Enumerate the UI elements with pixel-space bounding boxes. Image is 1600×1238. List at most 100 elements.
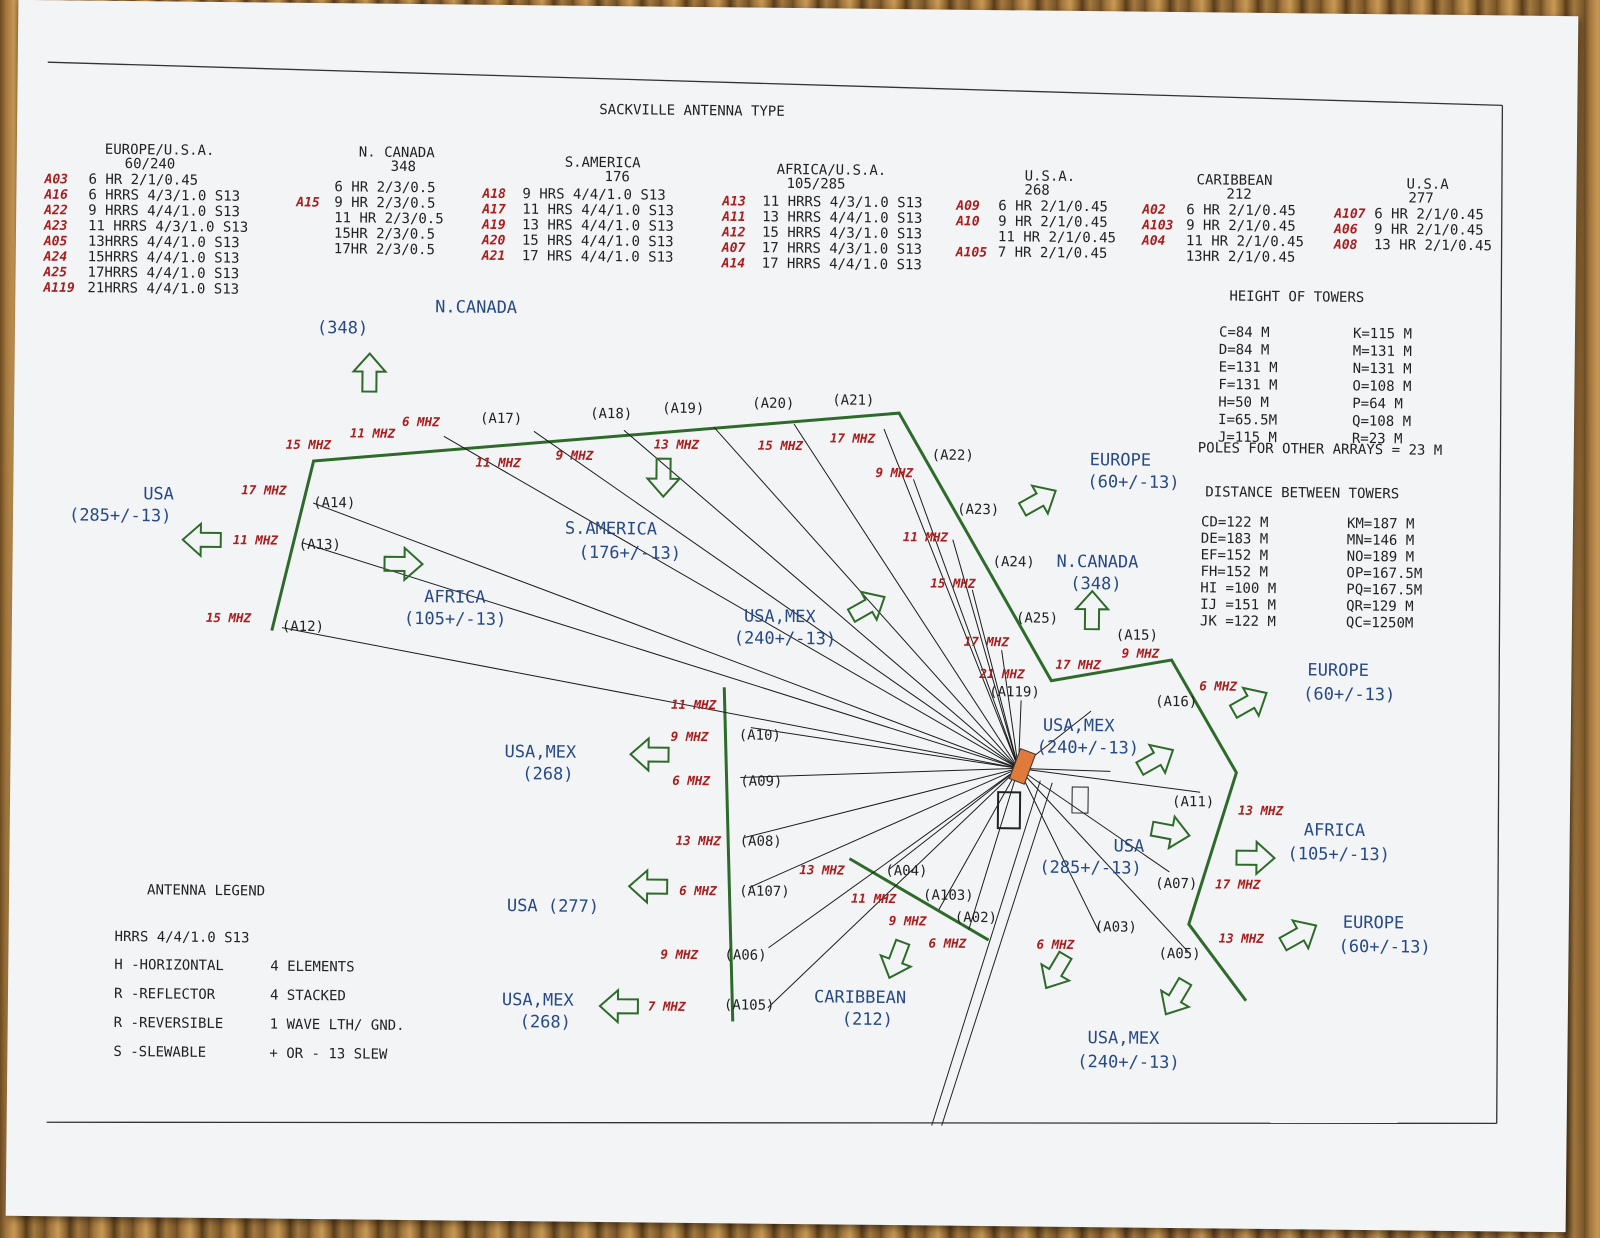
group-heading: U.S.A.	[1025, 168, 1076, 185]
feeder-wire	[740, 767, 1019, 778]
array-code: A14	[721, 256, 746, 271]
frequency-label: 15 MHZ	[286, 437, 332, 452]
array-code: A08	[1333, 238, 1358, 253]
array-code: A23	[43, 219, 68, 234]
tower-height: Q=108 M	[1352, 413, 1411, 430]
region-label: (176+/-13)	[579, 543, 682, 564]
antenna-field-diagram: SACKVILLE ANTENNA TYPE EUROPE/U.S.A.60/2…	[42, 61, 1504, 1126]
region-label: EUROPE	[1343, 913, 1405, 934]
region-label: (285+/-13)	[1039, 858, 1142, 879]
direction-arrow-icon	[1235, 839, 1276, 877]
region-label: (240+/-13)	[1077, 1052, 1180, 1073]
feeder-wire	[1018, 767, 1170, 873]
array-label: (A14)	[313, 495, 355, 511]
group-heading: N. CANADA	[359, 144, 436, 161]
group-azimuth: 348	[391, 159, 416, 175]
frequency-label: 13 MHZ	[676, 833, 722, 848]
region-label: USA,MEX	[744, 606, 817, 627]
array-code: A21	[481, 249, 506, 264]
region-label: AFRICA	[424, 587, 486, 608]
region-label: (60+/-13)	[1303, 684, 1395, 705]
array-label: (A23)	[957, 502, 999, 518]
feeder-wire	[889, 767, 1019, 870]
region-label: N.CANADA	[1056, 552, 1138, 573]
group-azimuth: 212	[1226, 187, 1251, 203]
feeder-wire	[1017, 768, 1100, 932]
heights-table: C=84 MD=84 ME=131 MF=131 MH=50 MI=65.5MJ…	[1218, 324, 1412, 447]
legend-key: R -REFLECTOR	[114, 986, 216, 1003]
tower-distance: DE=183 M	[1201, 531, 1269, 548]
frequency-label: 11 MHZ	[671, 697, 717, 712]
array-code: A16	[43, 188, 68, 203]
group-azimuth: 268	[1024, 182, 1049, 198]
array-spec: 6 HR 2/1/0.45	[1374, 206, 1484, 223]
direction-arrow-icon	[1073, 589, 1111, 631]
region-label: USA,MEX	[1043, 716, 1116, 737]
frequency-label: 13 MHZ	[1219, 930, 1265, 945]
region-label: (212)	[842, 1010, 893, 1031]
tower-height: H=50 M	[1218, 394, 1269, 411]
frequency-label: 6 MHZ	[679, 883, 717, 898]
region-label: (240+/-13)	[1037, 738, 1140, 759]
array-spec: 15 HRS 4/4/1.0 S13	[522, 233, 674, 251]
feeder-wire	[1001, 650, 1019, 769]
array-code: A19	[481, 218, 506, 233]
tower-height: D=84 M	[1219, 342, 1270, 359]
tower-distance: QC=1250M	[1346, 615, 1414, 632]
frequency-label: 9 MHZ	[556, 448, 594, 463]
frequency-label: 7 MHZ	[648, 999, 686, 1014]
array-label: (A03)	[1095, 919, 1137, 935]
array-spec: 11 HR 2/1/0.45	[998, 229, 1116, 246]
array-code: A18	[481, 187, 506, 202]
tower-distance: EF=152 M	[1201, 547, 1269, 564]
feeder-wire	[793, 423, 1019, 769]
direction-arrow-icon	[846, 590, 886, 624]
group-heading: S.AMERICA	[565, 155, 642, 172]
array-label: (A25)	[1016, 610, 1058, 626]
tower-height: M=131 M	[1353, 343, 1412, 360]
feeder-wire	[1018, 767, 1111, 772]
array-code: A20	[481, 233, 506, 248]
frequency-label: 9 MHZ	[889, 913, 927, 928]
region-label: (268)	[522, 764, 573, 785]
array-code: A105	[955, 245, 988, 260]
feeder-wire	[281, 627, 1019, 769]
array-code: A119	[42, 281, 75, 296]
feeder-wire	[1018, 767, 1201, 793]
array-spec: 9 HR 2/1/0.45	[998, 214, 1108, 231]
legend-key: S -SLEWABLE	[113, 1044, 206, 1061]
array-code: A24	[43, 250, 68, 265]
array-code: A07	[721, 241, 746, 256]
feeder-wire	[713, 426, 1019, 769]
region-label: (240+/-13)	[734, 628, 837, 649]
array-code: A06	[1333, 222, 1358, 237]
distances-table: CD=122 MDE=183 MEF=152 MFH=152 MHI =100 …	[1200, 514, 1423, 631]
feeder-wire	[883, 428, 1019, 769]
tower-distance: KM=187 M	[1347, 516, 1415, 533]
frequency-label: 6 MHZ	[1199, 678, 1237, 693]
frequency-label: 13 MHZ	[799, 862, 845, 877]
direction-arrow-icon	[629, 736, 670, 773]
array-label: (A02)	[955, 910, 997, 926]
array-label: (A16)	[1155, 694, 1197, 710]
array-spec: 17 HRRS 4/3/1.0 S13	[762, 240, 922, 258]
array-label: (A11)	[1172, 794, 1214, 810]
service-building-2	[1071, 786, 1089, 814]
array-spec: 13HR 2/1/0.45	[1186, 249, 1296, 266]
frequency-label: 13 MHZ	[1238, 803, 1284, 818]
array-spec: 15HRRS 4/4/1.0 S13	[88, 249, 240, 267]
frequency-label: 15 MHZ	[930, 575, 976, 590]
array-code: A12	[721, 225, 746, 240]
frequency-label: 9 MHZ	[671, 729, 709, 744]
frequency-label: 13 MHZ	[654, 437, 700, 452]
group-azimuth: 60/240	[125, 156, 176, 173]
tower-height: I=65.5M	[1218, 412, 1277, 429]
array-label: (A22)	[932, 447, 974, 463]
right-rule	[1496, 105, 1504, 1124]
array-spec: 6 HR 2/3/0.5	[334, 179, 435, 196]
tower-distance: PQ=167.5M	[1346, 582, 1422, 599]
region-label: (285+/-13)	[69, 505, 172, 526]
direction-arrow-icon	[1040, 950, 1073, 990]
legend-key: R -REVERSIBLE	[114, 1015, 224, 1032]
array-spec: 13 HRRS 4/4/1.0 S13	[762, 209, 922, 227]
